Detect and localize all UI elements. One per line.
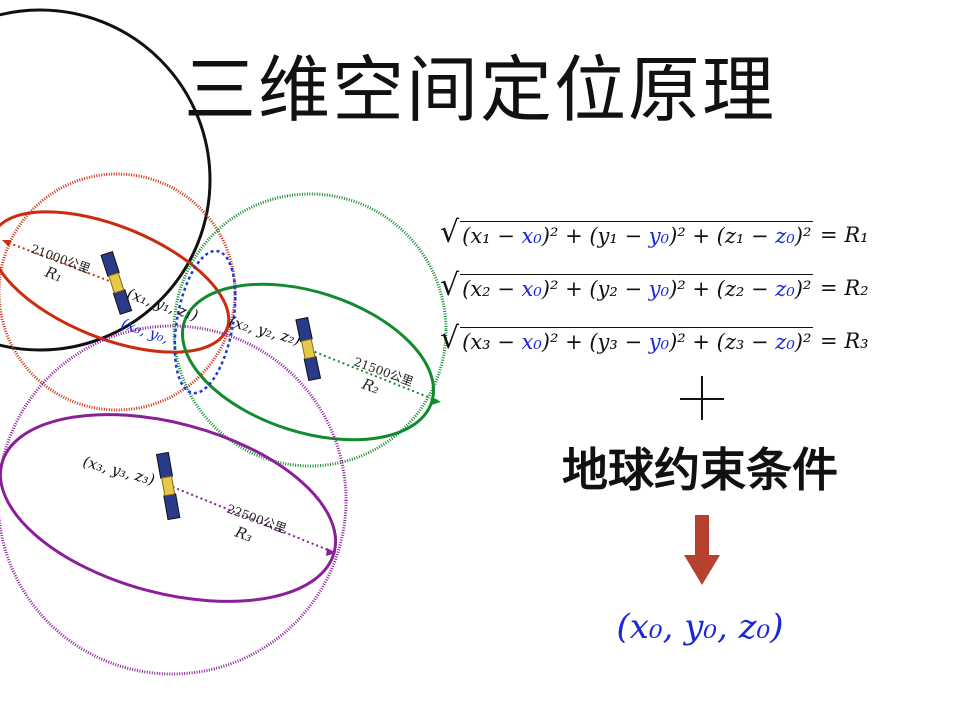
radius-line-1 [3, 240, 113, 283]
intersection-ellipse [173, 249, 237, 395]
page-title: 三维空间定位原理 [183, 48, 776, 132]
earth-circle [0, 8, 212, 352]
equation-rhs: = R₂ [813, 275, 869, 300]
range-ellipse-1 [0, 210, 231, 354]
satellite-1-icon [100, 250, 133, 315]
satellite-3-coords: (x₃, y₃, z₃) [81, 452, 157, 488]
range-sphere-2 [172, 192, 448, 468]
satellite-2-icon [295, 316, 322, 382]
distance-equation-1: √(x₁ − x₀)² + (y₁ − y₀)² + (z₁ − z₀)² = … [440, 215, 869, 250]
distance-label-3: 22500公里 [225, 502, 288, 536]
sqrt-icon: √ [440, 215, 460, 250]
sqrt-icon: √ [440, 321, 460, 356]
earth-constraint-text: 地球约束条件 [562, 443, 838, 497]
solution-coordinates: (x₀, y₀, z₀) [616, 607, 784, 647]
radius-label-3: R₃ [232, 523, 255, 546]
satellite-2-coords: (x₂, y₂, z₂) [227, 312, 303, 348]
radius-label-1: R₁ [42, 263, 65, 286]
receiver-label: (x₀, y₀, [119, 315, 171, 347]
radius-arrowhead-2 [431, 397, 441, 405]
distance-equation-3: √(x₃ − x₀)² + (y₃ − y₀)² + (z₃ − z₀)² = … [440, 321, 869, 356]
radius-label-2: R₂ [359, 375, 382, 398]
plus-icon [676, 368, 736, 428]
equation-rhs: = R₁ [813, 222, 869, 247]
down-arrow-icon [684, 515, 720, 585]
satellite-3-icon [155, 451, 181, 521]
range-sphere-3 [0, 324, 348, 676]
equation-rhs: = R₃ [813, 328, 869, 353]
radius-arrowhead-1 [2, 240, 11, 247]
equation-block: √(x₁ − x₀)² + (y₁ − y₀)² + (z₁ − z₀)² = … [440, 208, 959, 367]
distance-equation-2: √(x₂ − x₀)² + (y₂ − y₀)² + (z₂ − z₀)² = … [440, 268, 869, 303]
sqrt-icon: √ [440, 268, 460, 303]
radius-arrowhead-3 [326, 548, 336, 556]
